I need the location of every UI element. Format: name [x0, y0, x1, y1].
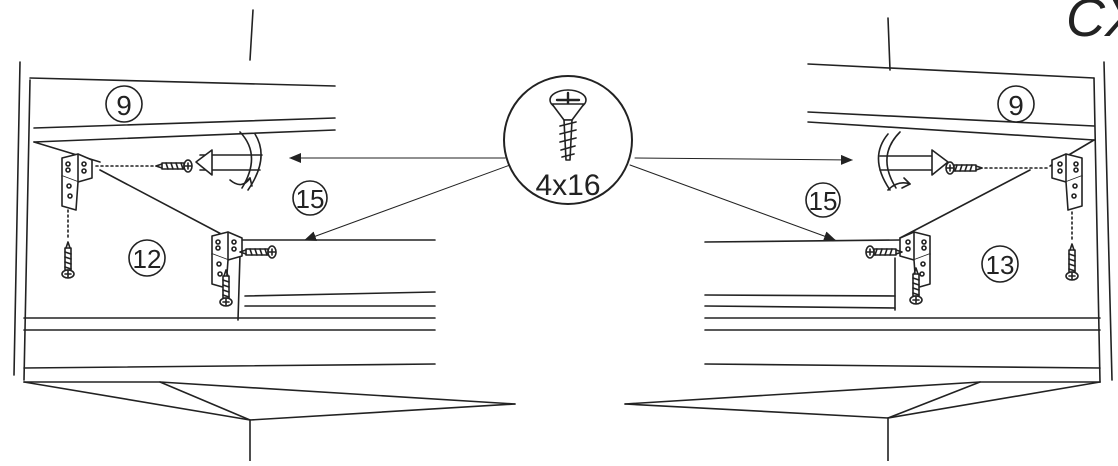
part-label-right-side-panel: 13 [981, 245, 1019, 283]
left-side-panel [99, 169, 436, 321]
right-cabinet [624, 17, 1113, 462]
right-bottom-shelf [624, 317, 1101, 462]
right-inner-edge [1093, 77, 1101, 383]
right-cam-lock-with-screwdriver [877, 131, 949, 191]
right-back-edge [887, 17, 891, 71]
screw-size-label: 4x16 [535, 169, 600, 202]
part-label-left-side-panel: 12 [128, 239, 166, 277]
left-screw-horizontal-2 [239, 245, 277, 259]
part-number-right-fastener: 15 [809, 186, 838, 216]
arrow-to-right-cam [634, 154, 853, 165]
arrow-to-right-bracket [629, 164, 836, 241]
left-screw-horizontal-1 [155, 159, 193, 173]
left-cabinet [13, 9, 516, 462]
part-label-left-fastener: 15 [292, 180, 328, 216]
left-cam-lock-with-screwdriver [195, 131, 263, 191]
leader-arrows [289, 153, 853, 241]
left-top-panel [29, 77, 336, 163]
part-number-left-fastener: 15 [296, 184, 325, 214]
left-back-edge [249, 9, 254, 61]
part-number-right-side-panel: 13 [986, 250, 1015, 280]
screw-callout: 4x16 [503, 75, 633, 205]
right-corner-bracket-upper [1051, 153, 1083, 211]
right-outer-edge [1103, 61, 1113, 381]
part-number-right-top-panel: 9 [1008, 90, 1024, 121]
part-number-left-top-panel: 9 [116, 90, 132, 121]
part-label-right-top-panel: 9 [997, 85, 1035, 123]
left-inner-edge [23, 79, 31, 381]
left-corner-bracket-upper [61, 153, 93, 211]
part-label-left-top-panel: 9 [105, 85, 143, 123]
part-label-right-fastener: 15 [805, 182, 841, 218]
right-screw-vertical-1 [1065, 243, 1079, 281]
arrow-to-left-bracket [304, 164, 511, 241]
right-top-panel [807, 63, 1095, 167]
left-bottom-shelf [23, 317, 516, 462]
right-screw-horizontal-1 [945, 161, 983, 175]
step-mark: CX [1066, 0, 1118, 48]
part-number-left-side-panel: 12 [133, 244, 162, 274]
right-side-panel [704, 169, 1031, 311]
left-screw-vertical-1 [61, 241, 75, 279]
wood-screw-icon [549, 89, 587, 161]
left-outer-edge [13, 61, 21, 376]
part-labels: 9 9 12 13 15 15 [105, 85, 1035, 283]
right-screw-horizontal-2 [865, 245, 903, 259]
